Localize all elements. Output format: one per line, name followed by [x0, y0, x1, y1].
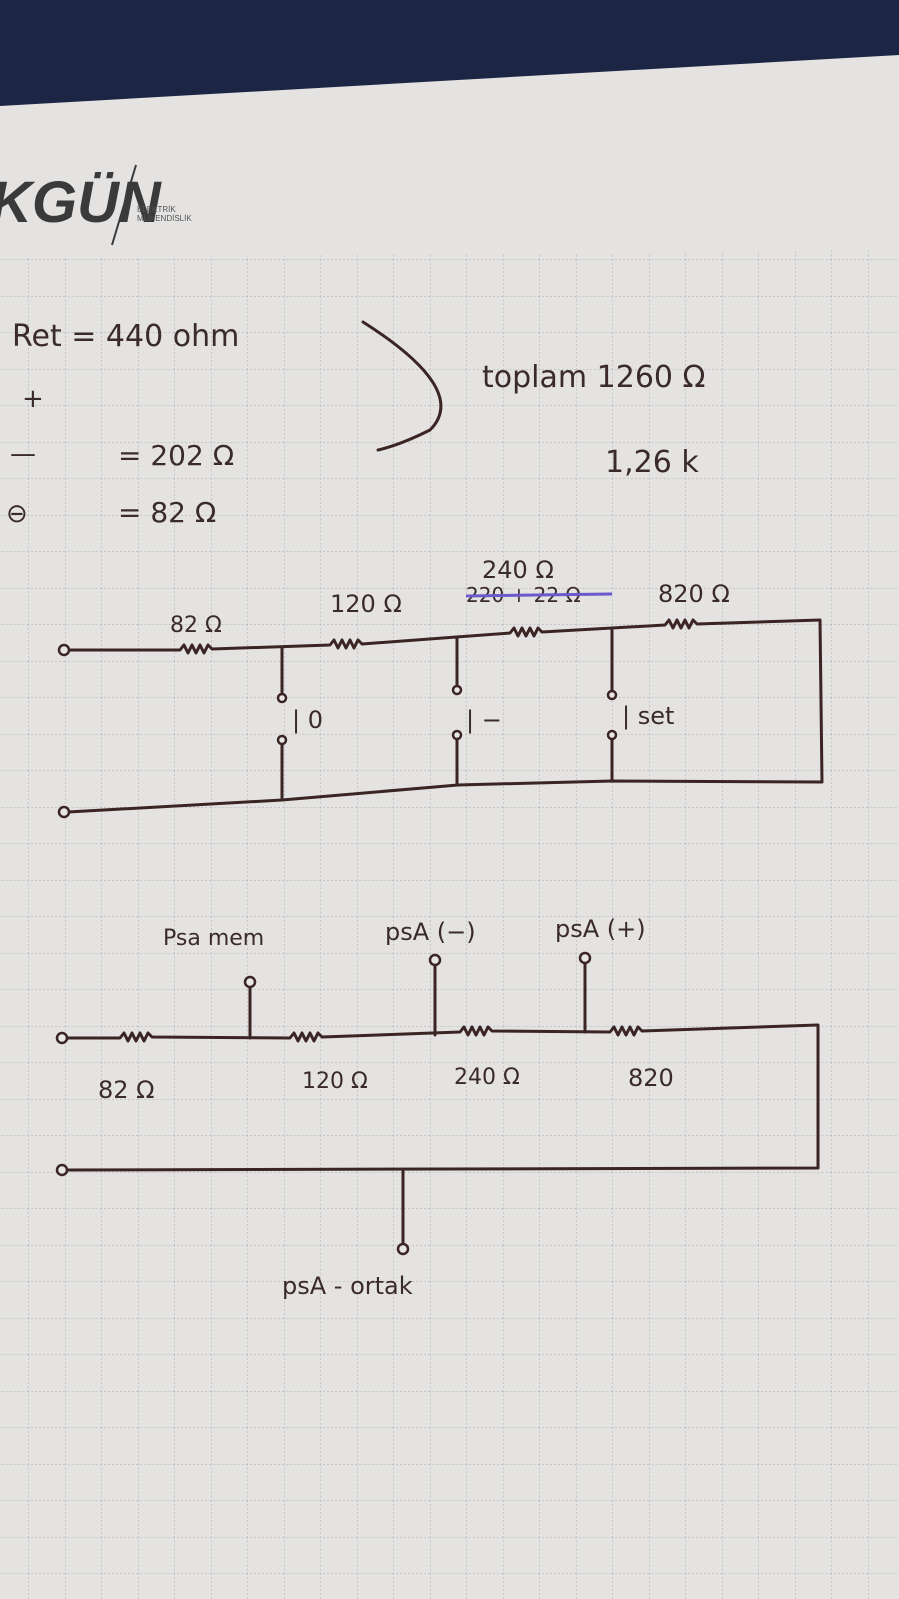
grid-area — [0, 250, 899, 1599]
psa-common-label: psA - ortak — [282, 1272, 413, 1300]
input-terminal-bottom — [57, 805, 71, 819]
tap-psa-plus-label: psA (+) — [555, 915, 646, 943]
resistor-82-label: 82 Ω — [170, 613, 222, 638]
circuit-2-wire — [64, 1023, 820, 1172]
strike-through — [465, 592, 613, 598]
circuit-1: 82 Ω 120 Ω 240 Ω 220 + 22 Ω 820 Ω | 0 | … — [57, 556, 824, 819]
r2-240-label: 240 Ω — [454, 1065, 520, 1090]
note-ret: Ret = 440 ohm — [12, 319, 239, 354]
switch-set-label: | set — [622, 702, 674, 730]
r2-120-label: 120 Ω — [302, 1069, 368, 1094]
r2-82-label: 82 Ω — [98, 1076, 155, 1104]
brand-name: KGÜN — [0, 170, 162, 235]
input-terminal-top — [57, 643, 71, 657]
r2-820-label: 820 — [628, 1064, 674, 1092]
tap-psa-mem-label: Psa mem — [163, 926, 264, 951]
note-total-k: 1,26 k — [605, 445, 699, 480]
tap-psa-minus-label: psA (−) — [385, 918, 476, 946]
note-total: toplam 1260 Ω — [482, 360, 705, 395]
note-minus-value: = 202 Ω — [118, 439, 234, 472]
brace — [361, 320, 443, 452]
note-plus: + — [22, 384, 44, 414]
circuit-1-wire — [66, 618, 824, 814]
handwritten-notes: Ret = 440 ohm + — = 202 Ω ⊖ = 82 Ω topla… — [6, 319, 705, 529]
brand-subtitle-2: MÜHENDİSLİK — [137, 214, 192, 223]
switch-0-label: | 0 — [292, 706, 323, 734]
note-minus: — — [10, 439, 36, 469]
circuit-2: Psa mem psA (−) psA (+) 82 Ω 120 Ω 240 Ω… — [55, 915, 820, 1300]
brand-logo: KGÜN ELEKTRİK MÜHENDİSLİK — [0, 164, 192, 246]
switch-minus-label: | − — [466, 706, 502, 734]
resistor-820-label: 820 Ω — [658, 580, 730, 608]
note-circle-minus: ⊖ — [6, 499, 28, 529]
brand-subtitle-1: ELEKTRİK — [137, 205, 176, 214]
resistor-120-label: 120 Ω — [330, 590, 402, 618]
note-circle-minus-value: = 82 Ω — [118, 496, 216, 529]
resistor-240-label: 240 Ω — [482, 556, 554, 584]
